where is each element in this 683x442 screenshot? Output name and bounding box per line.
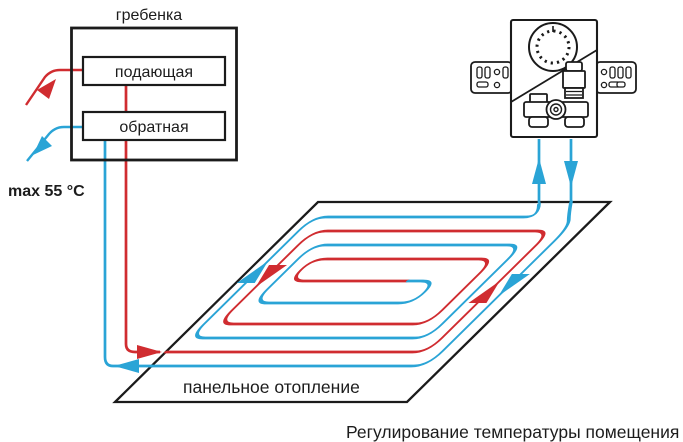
thermo-actuator-body	[562, 70, 586, 89]
max-temp-label: max 55 °C	[8, 183, 85, 200]
return-spiral-pipe	[195, 202, 541, 340]
valve-assembly	[523, 61, 589, 128]
supply-source-arrow-icon	[37, 79, 56, 99]
return-label: обратная	[119, 119, 188, 136]
riser-down-arrow-icon	[564, 161, 578, 187]
regulator-return-pipe	[149, 200, 573, 368]
manifold-supply-chamber	[81, 55, 227, 87]
thermo-actuator-cap	[565, 61, 583, 72]
return-source-pipe	[26, 125, 83, 162]
return-up-pipe	[103, 140, 153, 368]
riser-up-arrow-icon	[532, 158, 546, 184]
supply-entry-arrow-icon	[137, 345, 162, 359]
flow-arrow-down-right-icon	[498, 274, 530, 296]
valve-tail-right	[564, 116, 585, 128]
valve-tail-left	[528, 116, 549, 128]
manifold-box	[70, 26, 238, 162]
manifold-return-chamber	[81, 110, 227, 142]
supply-label: подающая	[115, 64, 193, 81]
flow-arrow-up-right-icon	[468, 281, 500, 303]
return-source-arrow-icon	[33, 136, 52, 155]
supply-source-pipe	[25, 68, 83, 106]
regulator-unit	[470, 18, 637, 139]
supply-spiral-pipe	[163, 229, 546, 354]
diagram-caption: Регулирование температуры помещения	[346, 422, 679, 442]
thermostat-dial-icon	[528, 22, 578, 72]
thermo-actuator-nut	[564, 87, 584, 99]
return-exit-arrow-icon	[114, 359, 139, 373]
supply-down-pipe	[124, 84, 160, 354]
manifold-title: гребенка	[116, 7, 183, 24]
panel-label: панельное отопление	[183, 377, 360, 397]
mounting-bracket-right	[595, 61, 637, 94]
housing-cover-edge	[510, 49, 598, 103]
mounting-bracket-left	[470, 61, 513, 94]
